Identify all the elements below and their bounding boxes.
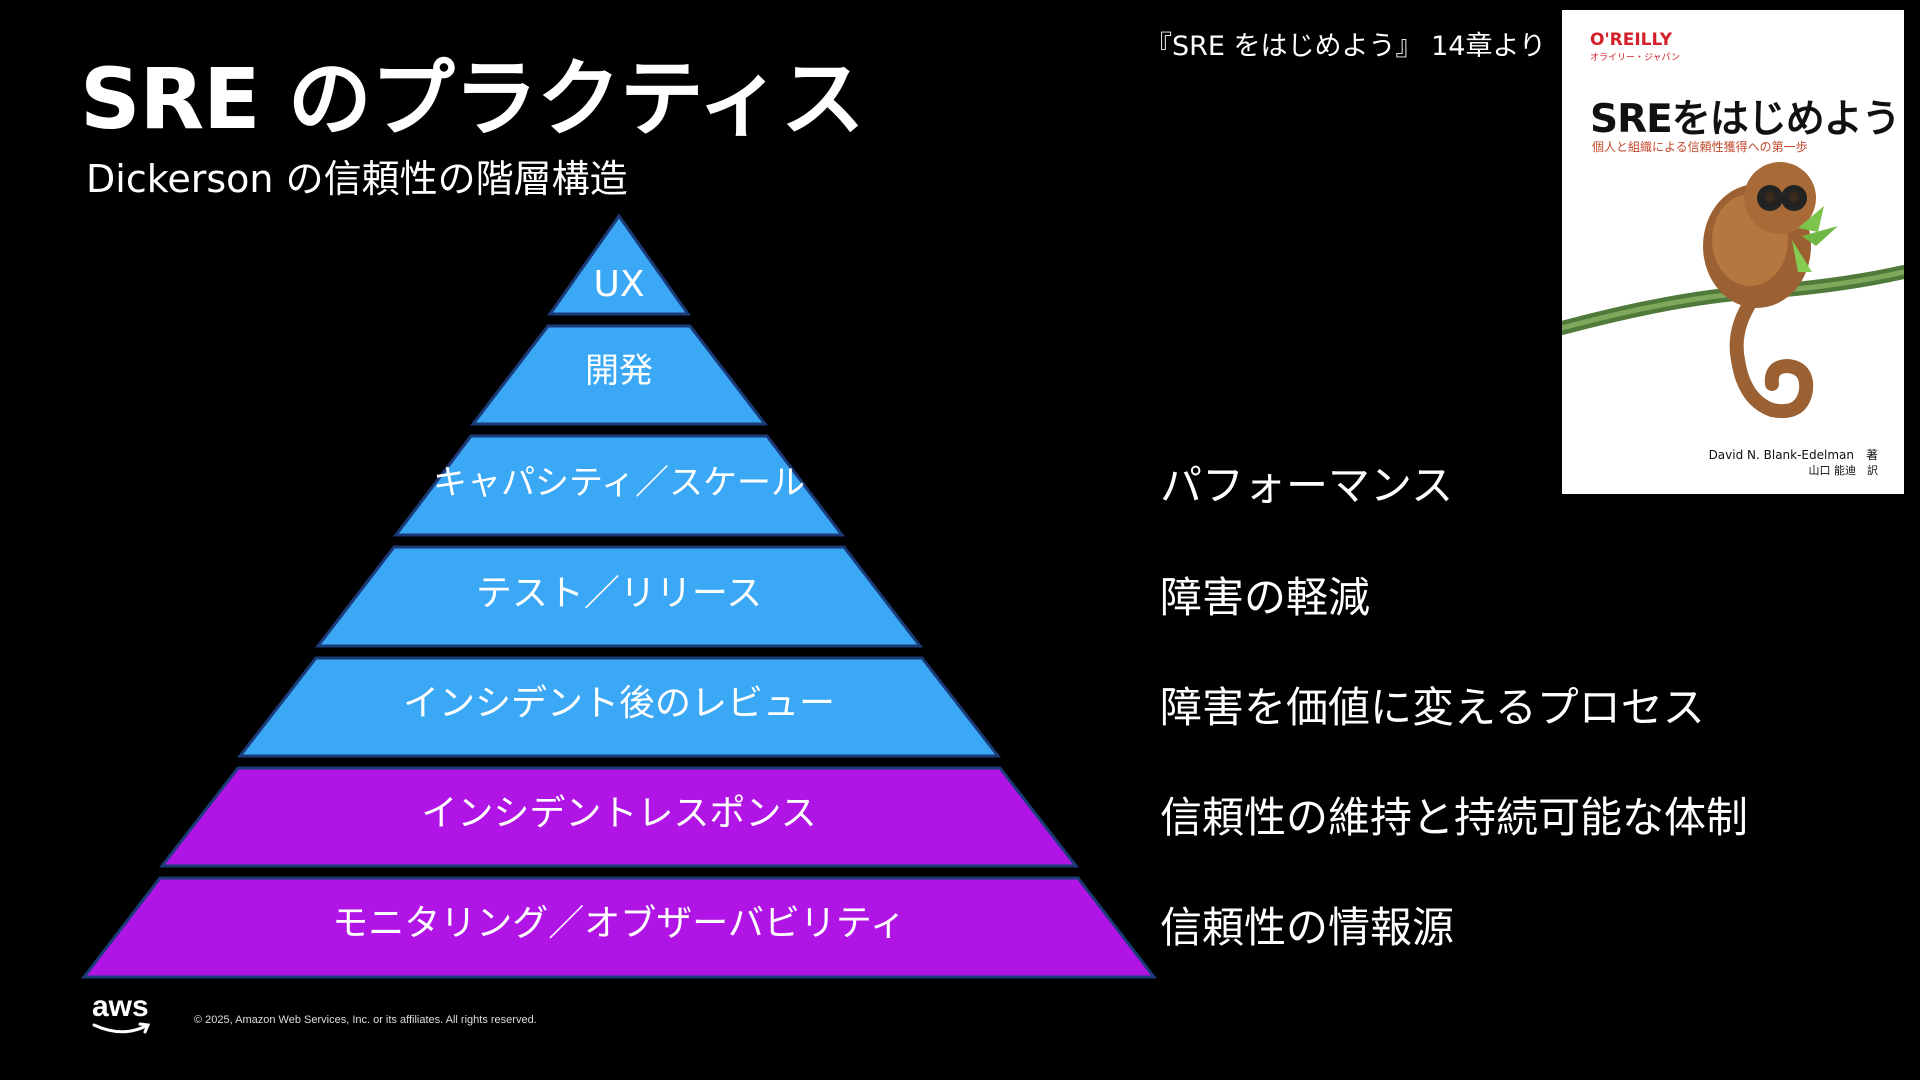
slide-subtitle: Dickerson の信頼性の階層構造: [86, 157, 628, 201]
book-brand: O'REILLY: [1590, 30, 1673, 50]
book-cover: O'REILLY オライリー・ジャパン SREをはじめよう 個人と組織による信頼…: [1562, 10, 1904, 494]
side-label-mitigation: 障害の軽減: [1160, 573, 1371, 622]
source-citation: 『SRE をはじめよう』 14章より: [1145, 31, 1546, 62]
pyramid-level-ux: [547, 213, 691, 316]
pyramid-label-test-release: テスト／リリース: [476, 573, 762, 614]
aws-logo: aws: [92, 990, 149, 1023]
pyramid-label-monitoring: モニタリング／オブザーバビリティ: [332, 903, 905, 944]
pyramid-label-ux: UX: [593, 264, 644, 305]
pyramid-label-incident-response: インシデントレスポンス: [421, 793, 816, 834]
side-label-performance: パフォーマンス: [1160, 461, 1454, 510]
book-author: David N. Blank-Edelman 著: [1708, 448, 1878, 462]
book-title: SREをはじめよう: [1590, 97, 1901, 142]
book-illustration: [1562, 162, 1904, 418]
aws-smile-icon: [92, 1022, 151, 1034]
pyramid-level-capacity: [392, 434, 846, 537]
side-label-learning: 障害を価値に変えるプロセス: [1160, 683, 1705, 732]
book-brand-sub: オライリー・ジャパン: [1590, 53, 1681, 63]
slide-title: SRE のプラクティス: [80, 50, 865, 148]
book-subtitle: 個人と組織による信頼性獲得への第一歩: [1592, 140, 1808, 154]
pyramid-label-postmortem: インシデント後のレビュー: [403, 683, 835, 724]
pyramid-level-development: [469, 324, 769, 426]
pyramid-level-test-release: [314, 545, 924, 648]
pyramid-label-development: 開発: [585, 351, 653, 391]
pyramid-level-incident-response: [158, 766, 1080, 868]
side-label-sustainability: 信頼性の維持と持続可能な体制: [1160, 793, 1749, 842]
pyramid-level-monitoring: [80, 876, 1158, 979]
side-label-source: 信頼性の情報源: [1160, 903, 1455, 952]
pyramid-level-postmortem: [236, 656, 1002, 758]
book-translator: 山口 能迪 訳: [1808, 464, 1879, 477]
pyramid-label-capacity: キャパシティ／スケール: [433, 463, 805, 503]
copyright-notice: © 2025, Amazon Web Services, Inc. or its…: [194, 1014, 537, 1026]
